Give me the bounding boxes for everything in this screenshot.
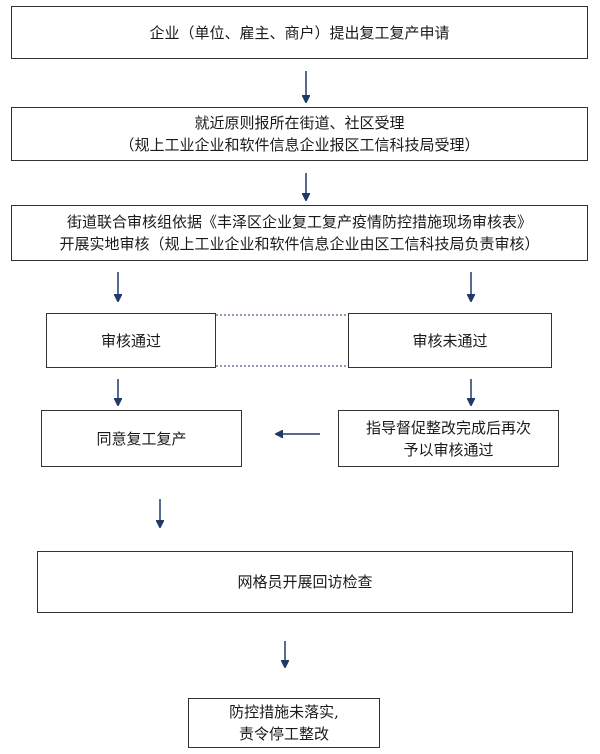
stop-box: 防控措施未落实, 责令停工整改 <box>188 698 380 748</box>
step-accept-line1: 就近原则报所在街道、社区受理 <box>194 114 405 132</box>
review-fail-box: 审核未通过 <box>348 313 552 368</box>
step-apply-text: 企业（单位、雇主、商户）提出复工复产申请 <box>149 23 450 42</box>
stop-line1: 防控措施未落实, <box>229 703 339 721</box>
rectify-line2: 予以审核通过 <box>403 440 494 459</box>
rectify-box: 指导督促整改完成后再次 予以审核通过 <box>338 410 559 467</box>
step-review-line1: 街道联合审核组依据《丰泽区企业复工复产疫情防控措施现场审核表》 <box>66 213 532 231</box>
inspect-box: 网格员开展回访检查 <box>37 551 573 613</box>
review-fail-text: 审核未通过 <box>412 331 488 350</box>
step-accept-box: 就近原则报所在街道、社区受理 （规上工业企业和软件信息企业报区工信科技局受理） <box>11 107 588 161</box>
approve-resume-text: 同意复工复产 <box>96 429 187 448</box>
stop-line2: 责令停工整改 <box>238 725 329 743</box>
approve-resume-box: 同意复工复产 <box>41 410 242 467</box>
step-accept-line2: （规上工业企业和软件信息企业报区工信科技局受理） <box>119 136 480 154</box>
review-pass-text: 审核通过 <box>100 331 161 350</box>
inspect-text: 网格员开展回访检查 <box>237 573 373 591</box>
review-pass-box: 审核通过 <box>46 313 216 368</box>
step-apply-box: 企业（单位、雇主、商户）提出复工复产申请 <box>11 6 588 59</box>
rectify-line1: 指导督促整改完成后再次 <box>365 418 531 437</box>
step-review-line2: 开展实地审核（规上工业企业和软件信息企业由区工信科技局负责审核） <box>59 235 540 253</box>
step-review-box: 街道联合审核组依据《丰泽区企业复工复产疫情防控措施现场审核表》 开展实地审核（规… <box>11 205 588 261</box>
